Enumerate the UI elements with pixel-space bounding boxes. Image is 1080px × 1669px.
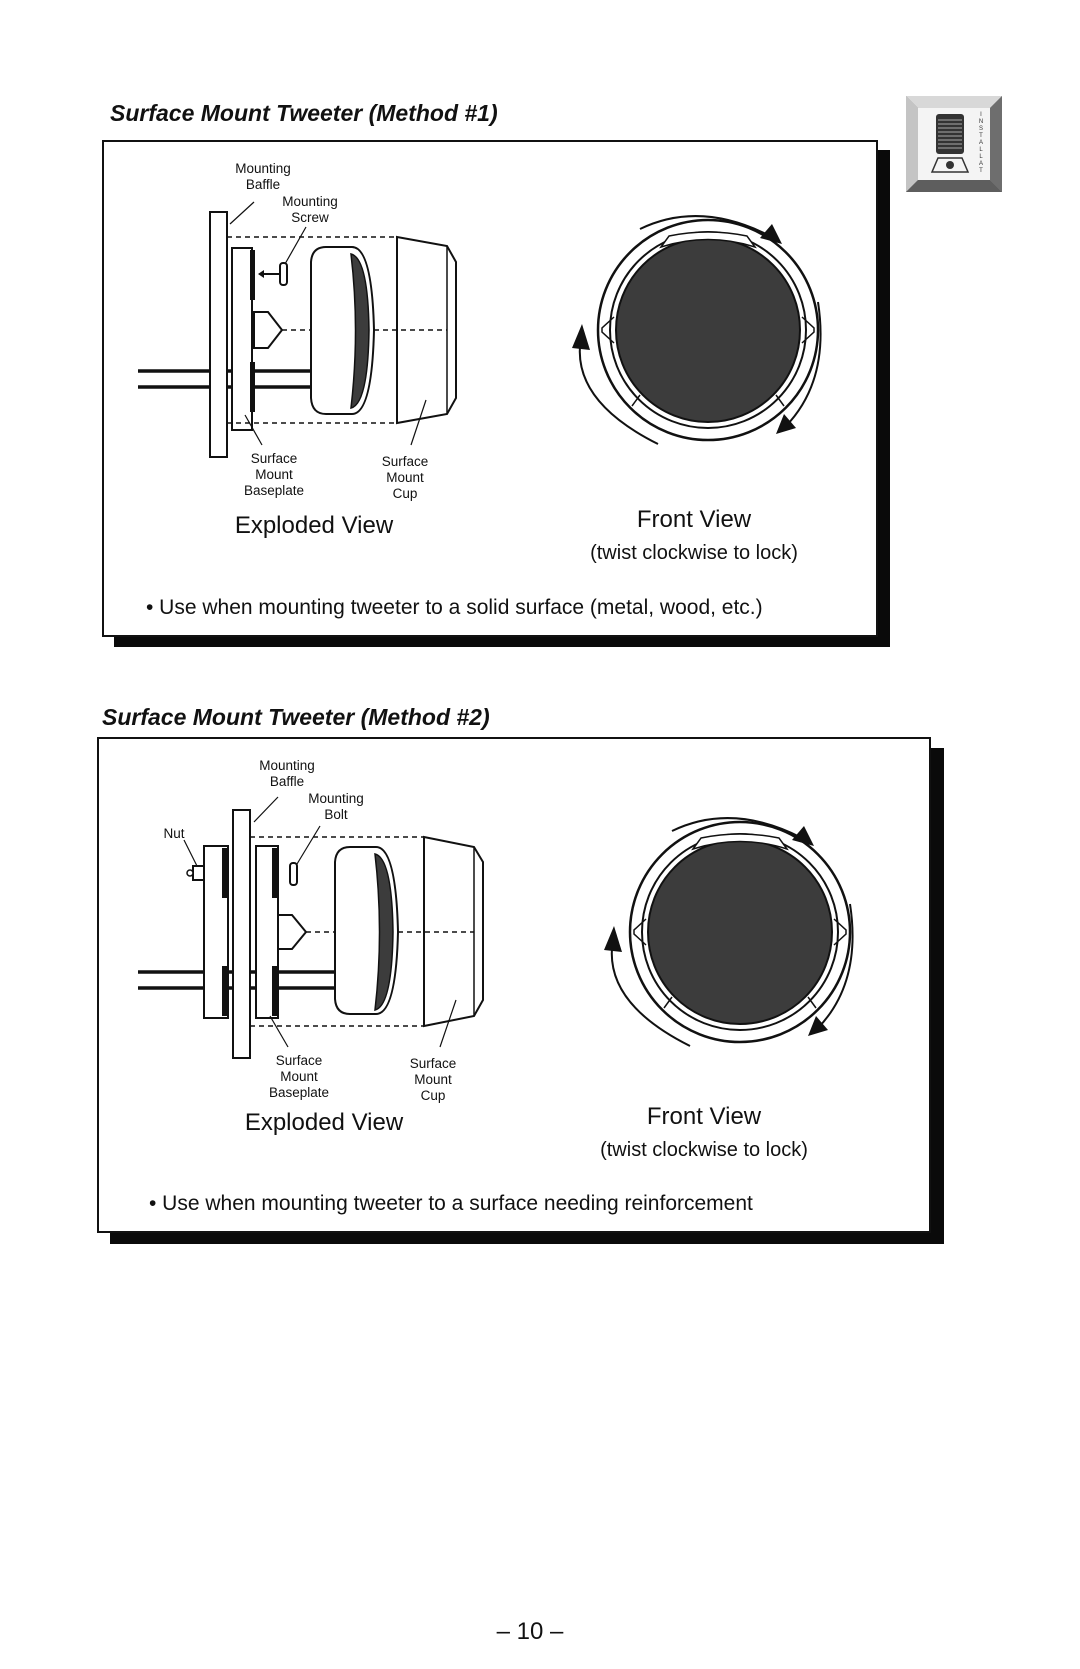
method2-label-nut: Nut [163, 826, 185, 841]
svg-text:A: A [979, 161, 983, 167]
svg-text:L: L [979, 154, 983, 160]
svg-text:A: A [979, 140, 983, 146]
method2-exploded-view-caption: Exploded View [244, 1109, 404, 1136]
method2-front-view-caption: Front View [646, 1103, 762, 1130]
method1-title: Surface Mount Tweeter (Method #1) [110, 100, 498, 126]
method1-exploded-view-caption: Exploded View [234, 512, 394, 539]
svg-text:L: L [979, 147, 983, 153]
method1-front-view-caption: Front View [636, 506, 752, 533]
method1-front-view-subcaption: (twist clockwise to lock) [590, 542, 798, 564]
svg-text:T: T [979, 133, 983, 139]
page-number: – 10 – [496, 1618, 564, 1645]
method2-front-view-subcaption: (twist clockwise to lock) [600, 1139, 808, 1161]
svg-text:I: I [980, 112, 982, 118]
svg-text:N: N [979, 119, 983, 125]
method2-title: Surface Mount Tweeter (Method #2) [102, 704, 490, 730]
method2-bullet-note: • Use when mounting tweeter to a surface… [149, 1192, 753, 1215]
svg-text:S: S [979, 126, 983, 132]
installation-badge-icon: INS TAL LAT [906, 96, 1002, 192]
method1-bullet-note: • Use when mounting tweeter to a solid s… [146, 596, 763, 619]
svg-text:T: T [979, 168, 983, 174]
